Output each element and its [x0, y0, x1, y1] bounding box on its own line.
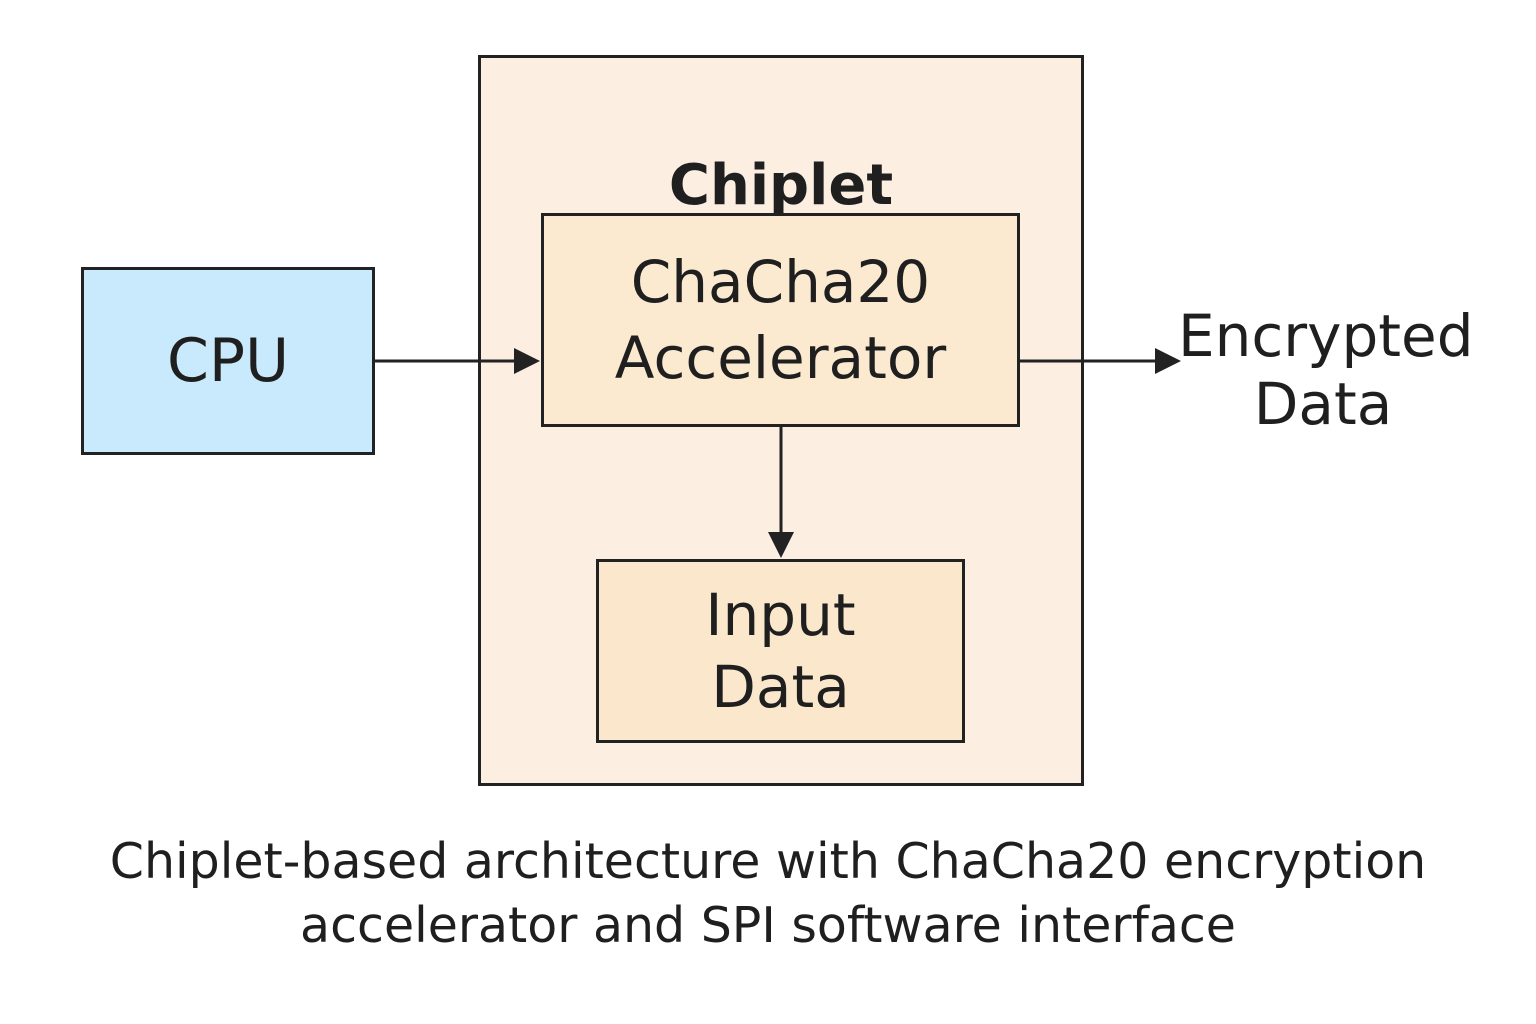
cpu-block: CPU — [81, 267, 375, 455]
arrowhead-accelerator-to-encrypted — [1155, 348, 1181, 374]
caption-line2: accelerator and SPI software interface — [300, 897, 1236, 954]
arrowhead-cpu-to-accelerator — [514, 348, 540, 374]
cpu-label: CPU — [167, 326, 289, 396]
encrypted-data-line2: Data — [1253, 370, 1393, 438]
diagram-caption: Chiplet-based architecture with ChaCha20… — [0, 830, 1536, 958]
accelerator-label-line1: ChaCha20 — [630, 248, 931, 316]
arrowhead-accelerator-to-input — [768, 532, 794, 558]
encrypted-data-line1: Encrypted — [1178, 302, 1474, 370]
accelerator-label-line2: Accelerator — [614, 324, 947, 392]
input-data-label-line1: Input — [705, 581, 856, 649]
chacha20-accelerator-block: ChaCha20 Accelerator — [541, 213, 1020, 427]
input-data-block: Input Data — [596, 559, 965, 743]
input-data-label-line2: Data — [711, 653, 850, 721]
encrypted-data-label: Encrypted Data — [1178, 302, 1474, 438]
caption-line1: Chiplet-based architecture with ChaCha20… — [109, 833, 1427, 890]
chiplet-title: Chiplet — [668, 153, 894, 218]
